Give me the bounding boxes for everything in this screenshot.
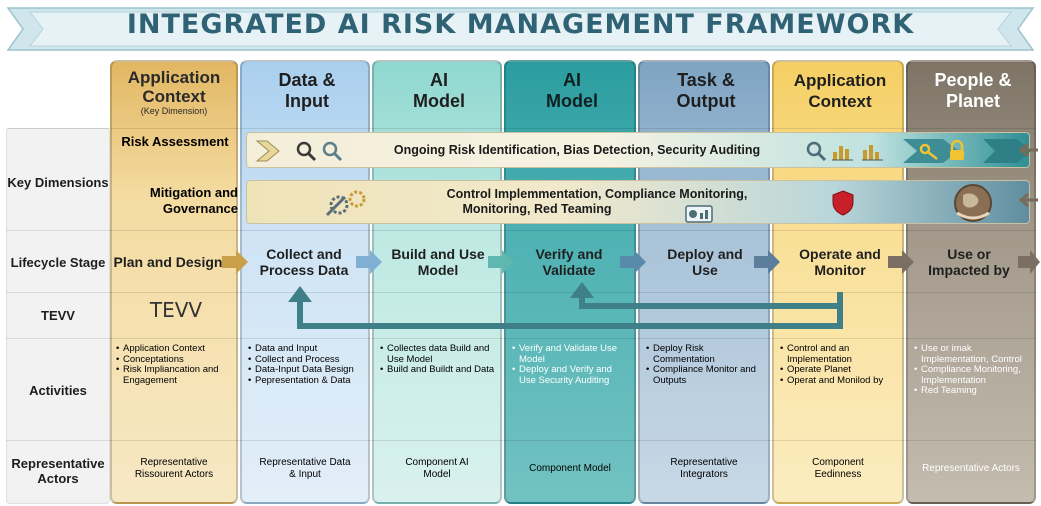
actors-col4: Component Model xyxy=(529,463,611,474)
activities-list-col2: Data and Input Collect and Process Data-… xyxy=(248,343,364,387)
row-header-activities: Activities xyxy=(29,382,87,398)
risk-assessment-text: Ongoing Risk Identification, Bias Detect… xyxy=(393,143,761,157)
activities-list-col7: Use or imak Implementation, Control Comp… xyxy=(914,343,1026,397)
stage-arrow xyxy=(1018,250,1040,274)
actors-col2: Representative Data & Input xyxy=(259,457,351,480)
stage-collect-process: Collect and Process Data xyxy=(259,246,349,278)
row-divider xyxy=(6,128,1036,129)
list-item: Deploy Risk Commentation xyxy=(646,343,764,365)
column-title: Data & Input xyxy=(278,70,336,111)
list-item: Data and Input xyxy=(248,343,364,355)
stage-plan-design: Plan and Design xyxy=(113,254,223,270)
column-subtitle: (Key Dimension) xyxy=(140,106,208,116)
feedback-loop-arrowhead xyxy=(570,282,594,298)
stage-flow-arrows xyxy=(222,250,1040,329)
list-item: Build and Buildt and Data xyxy=(380,364,496,376)
column-application-context: Application Context (Key Dimension) xyxy=(110,60,238,504)
list-item: Conceptations xyxy=(116,354,234,366)
tevv-value: TEVV xyxy=(149,298,203,322)
mitigation-label: Mitigation and Governance xyxy=(149,185,238,216)
actors-col1: Representative Rissourent Actors xyxy=(134,457,214,480)
risk-assessment-label: Risk Assessment xyxy=(121,134,229,149)
bar-chart-icon xyxy=(832,146,853,161)
return-arrow-icon xyxy=(1018,192,1038,208)
stage-verify-validate: Verify and Validate xyxy=(535,246,603,278)
row-divider xyxy=(6,440,1036,441)
list-item: Pepresentation & Data xyxy=(248,375,364,387)
stage-arrow xyxy=(888,250,914,274)
row-header-representative-actors: Representative Actors xyxy=(11,456,105,486)
column-title: Task & Output xyxy=(676,70,736,111)
column-title: AI Model xyxy=(413,70,465,111)
row-divider xyxy=(6,292,1036,293)
list-item: Collect and Process xyxy=(248,354,364,366)
chevron-icon xyxy=(903,139,959,163)
list-item: Compliance Monitoring, Implementation xyxy=(914,364,1026,386)
magnifier-icon xyxy=(806,141,827,162)
list-item: Red Teaming xyxy=(914,385,1026,397)
stage-build-use: Build and Use Model xyxy=(391,246,485,278)
return-arrow-icon xyxy=(1018,142,1038,158)
key-icon xyxy=(919,143,938,160)
gears-icon xyxy=(325,190,366,217)
activities-list-col3: Collectes data Build and Use Model Build… xyxy=(380,343,496,376)
chevron-icon xyxy=(983,139,1031,163)
lock-icon xyxy=(950,140,964,160)
stage-arrow xyxy=(620,250,646,274)
list-item: Application Context xyxy=(116,343,234,355)
row-divider xyxy=(6,338,1036,339)
list-item: Verify and Validate Use Model xyxy=(512,343,630,365)
chevron-icon xyxy=(255,140,280,162)
activities-list-col1: Application Context Conceptations Risk I… xyxy=(116,343,234,386)
list-item: Data-Input Data Besign xyxy=(248,364,364,376)
activities-list-col4: Verify and Validate Use Model Deploy and… xyxy=(512,343,630,386)
row-header-panel xyxy=(6,128,110,504)
list-item: Operat and Monilod by xyxy=(780,375,898,387)
stage-deploy-use: Deploy and Use xyxy=(667,246,743,278)
stage-use-impacted: Use or Impacted by xyxy=(928,246,1010,278)
actors-col3: Component AI Model xyxy=(405,457,469,480)
actors-col6: Component Eedinness xyxy=(812,457,864,480)
magnifier-icon xyxy=(322,141,343,162)
page-title: INTEGRATED AI RISK MANAGEMENT FRAMEWORK xyxy=(126,9,915,40)
feedback-loop-arrow xyxy=(579,292,843,309)
list-item: Deploy and Verify and Use Security Audit… xyxy=(512,364,630,386)
column-title: AI Model xyxy=(546,70,598,111)
list-item: Compliance Monitor and Outputs xyxy=(646,364,764,386)
activities-list-col6: Control and an Implementation Operate Pl… xyxy=(780,343,898,387)
row-divider xyxy=(6,230,1036,231)
monitor-chart-icon xyxy=(685,205,713,223)
mitigation-banner: Control Implemmentation, Compliance Moni… xyxy=(246,180,1030,224)
column-title: Application Context xyxy=(127,68,221,106)
mitigation-text-line1: Control Implemmentation, Compliance Moni… xyxy=(446,187,748,201)
actors-col5: Representative Integrators xyxy=(670,457,738,480)
bar-chart-icon xyxy=(862,145,883,161)
risk-assessment-banner: Ongoing Risk Identification, Bias Detect… xyxy=(246,132,1031,168)
column-title: Application Context xyxy=(793,71,887,111)
list-item: Use or imak Implementation, Control xyxy=(914,343,1026,365)
ribbon-shape xyxy=(6,7,1035,51)
list-item: Risk Impliancation and Engagement xyxy=(116,364,234,386)
title-ribbon: INTEGRATED AI RISK MANAGEMENT FRAMEWORK xyxy=(0,0,1041,58)
feedback-loop-arrowhead xyxy=(288,286,312,302)
globe-hands-icon xyxy=(954,184,992,222)
stage-operate-monitor: Operate and Monitor xyxy=(799,246,881,278)
magnifier-icon xyxy=(296,141,317,162)
stage-arrow xyxy=(754,250,780,274)
feedback-loop-arrow xyxy=(297,292,843,329)
column-title: People & Planet xyxy=(934,70,1012,111)
stage-arrow xyxy=(488,250,514,274)
row-header-tevv: TEVV xyxy=(41,307,75,323)
row-header-key-dimensions: Key Dimensions xyxy=(7,174,109,190)
list-item: Collectes data Build and Use Model xyxy=(380,343,496,365)
list-item: Operate Planet xyxy=(780,364,898,376)
stage-arrow xyxy=(222,250,248,274)
activities-list-col5: Deploy Risk Commentation Compliance Moni… xyxy=(646,343,764,386)
list-item: Control and an Implementation xyxy=(780,343,898,365)
actors-col7: Representative Actors xyxy=(922,463,1020,474)
row-header-lifecycle-stage: Lifecycle Stage xyxy=(10,254,106,270)
mitigation-text-line2: Monitoring, Red Teaming xyxy=(462,202,612,216)
stage-arrow xyxy=(356,250,382,274)
shield-icon xyxy=(832,190,854,216)
